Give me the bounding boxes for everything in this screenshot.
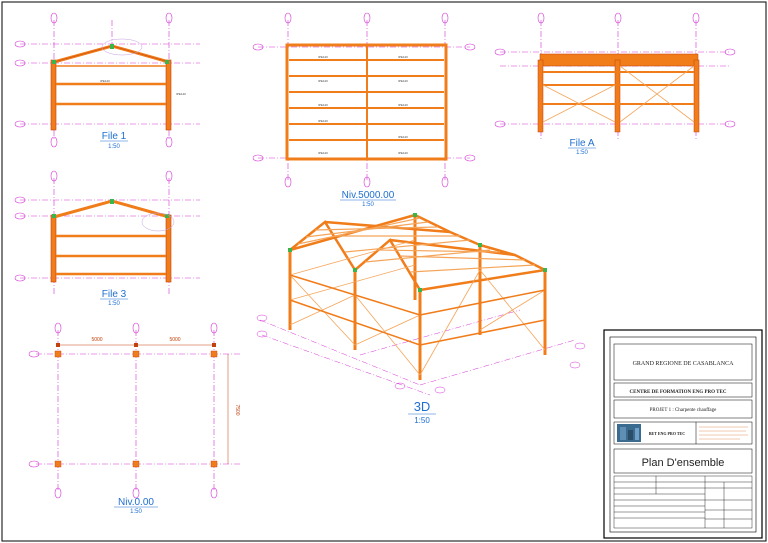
view-3d-scale: 1:50 bbox=[414, 416, 430, 425]
view-file-1: IPE120 IPE140 File 1 1:50 bbox=[14, 12, 200, 150]
niv-000-scale: 1:50 bbox=[130, 509, 142, 515]
file-a-title: File A bbox=[569, 138, 594, 149]
svg-text:IPE140: IPE140 bbox=[176, 92, 186, 96]
view-niv-000: 5000 5000 7500 Niv.0.00 1:50 bbox=[28, 322, 240, 515]
svg-text:IPE120: IPE120 bbox=[398, 55, 408, 59]
region-label: GRAND REGIONE DE CASABLANCA bbox=[633, 361, 735, 367]
company-label: BET ENG PRO TEC bbox=[649, 431, 685, 436]
niv-5000-title: Niv.5000.00 bbox=[342, 190, 395, 201]
dim-depth: 7500 bbox=[234, 404, 240, 415]
view-file-a: File A 1:50 bbox=[494, 12, 736, 156]
centre-label: CENTRE DE FORMATION ENG PRO TEC bbox=[630, 390, 727, 395]
file-1-title: File 1 bbox=[102, 131, 127, 142]
svg-text:IPE120: IPE120 bbox=[100, 79, 110, 83]
view-3d: 3D 1:50 bbox=[256, 213, 586, 425]
svg-text:IPE120: IPE120 bbox=[318, 55, 328, 59]
view-3d-title: 3D bbox=[414, 399, 431, 414]
view-file-3: File 3 1:50 bbox=[14, 170, 200, 307]
svg-text:IPE120: IPE120 bbox=[318, 103, 328, 107]
file-3-title: File 3 bbox=[102, 289, 127, 300]
svg-text:IPE120: IPE120 bbox=[398, 103, 408, 107]
svg-text:IPE120: IPE120 bbox=[318, 119, 328, 123]
project-label: PROJET 1 : Charpente chauffage bbox=[650, 408, 718, 413]
file-1-scale: 1:50 bbox=[108, 144, 120, 150]
company-logo bbox=[617, 424, 641, 442]
dim-span-1: 5000 bbox=[91, 337, 102, 343]
svg-text:IPE120: IPE120 bbox=[398, 151, 408, 155]
svg-text:IPE120: IPE120 bbox=[318, 151, 328, 155]
drawing-title: Plan D'ensemble bbox=[642, 457, 725, 469]
file-3-scale: 1:50 bbox=[108, 301, 120, 307]
svg-text:IPE120: IPE120 bbox=[398, 135, 408, 139]
svg-text:IPE120: IPE120 bbox=[398, 79, 408, 83]
svg-text:IPE120: IPE120 bbox=[318, 79, 328, 83]
niv-5000-scale: 1:50 bbox=[362, 202, 374, 208]
title-block: GRAND REGIONE DE CASABLANCA CENTRE DE FO… bbox=[603, 329, 763, 539]
file-a-scale: 1:50 bbox=[576, 150, 588, 156]
niv-000-title: Niv.0.00 bbox=[118, 497, 154, 508]
dim-span-2: 5000 bbox=[169, 337, 180, 343]
